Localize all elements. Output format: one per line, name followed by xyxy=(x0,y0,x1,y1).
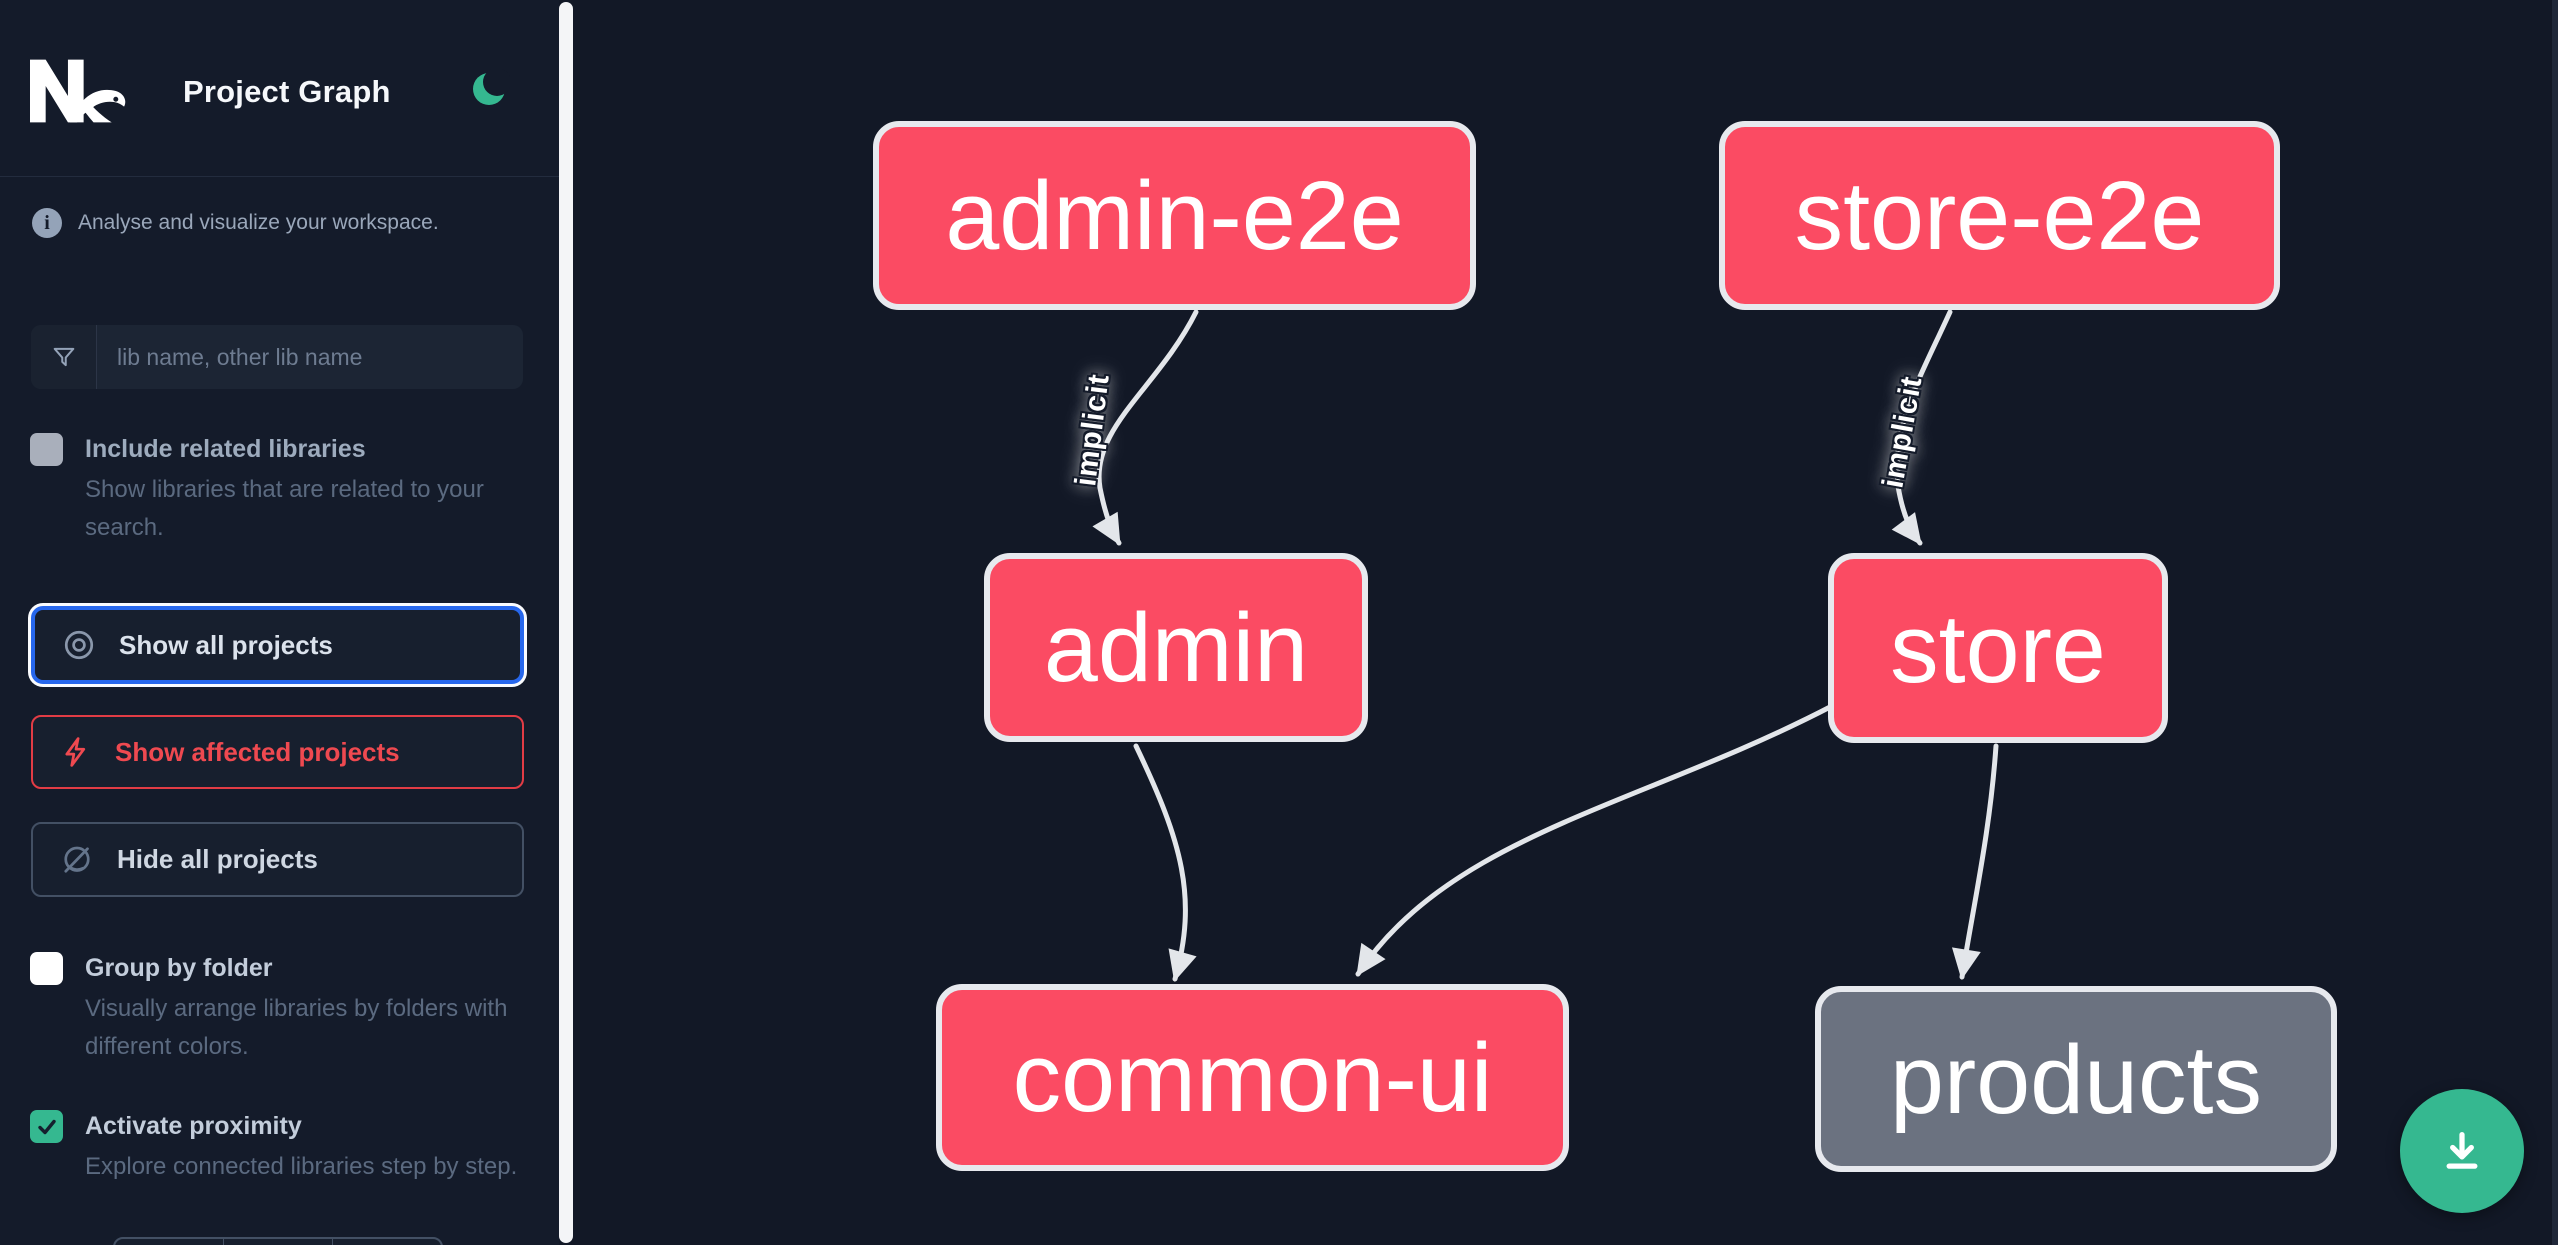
node-label: products xyxy=(1889,1024,2263,1134)
toggle-activate-proximity: Activate proximity Explore connected lib… xyxy=(30,1108,521,1186)
workspace-info: i Analyse and visualize your workspace. xyxy=(32,208,439,238)
edge-store-products xyxy=(1951,743,1999,980)
activate-proximity-checkbox[interactable] xyxy=(30,1110,63,1143)
search-input[interactable] xyxy=(97,325,523,389)
group-by-folder-description: Visually arrange libraries by folders wi… xyxy=(85,995,508,1060)
hide-all-projects-button[interactable]: Hide all projects xyxy=(31,822,524,897)
hide-all-projects-label: Hide all projects xyxy=(117,844,318,874)
page-title: Project Graph xyxy=(183,74,391,109)
node-label: store xyxy=(1890,593,2106,703)
page-right-scroll-track xyxy=(2552,0,2558,1245)
group-by-folder-label[interactable]: Group by folder xyxy=(85,954,273,982)
bolt-icon xyxy=(65,737,86,767)
edge-admin-common-ui xyxy=(1133,743,1197,982)
stepper-increment-button[interactable] xyxy=(333,1239,441,1245)
eye-icon xyxy=(64,630,94,660)
show-all-projects-button[interactable]: Show all projects xyxy=(31,606,524,684)
stepper-decrement-button[interactable] xyxy=(115,1239,224,1245)
include-related-description: Show libraries that are related to your … xyxy=(85,476,484,541)
search-box xyxy=(31,325,523,389)
activate-proximity-description: Explore connected libraries step by step… xyxy=(85,1153,518,1180)
edge-store-common-ui xyxy=(1355,703,1835,977)
info-icon: i xyxy=(32,208,62,238)
edge-admin-e2e-admin xyxy=(1092,309,1199,546)
theme-toggle-button[interactable] xyxy=(468,67,512,112)
download-image-button[interactable] xyxy=(2400,1089,2524,1213)
node-label: common-ui xyxy=(1012,1023,1493,1132)
include-related-checkbox[interactable] xyxy=(30,433,63,466)
proximity-stepper[interactable] xyxy=(113,1237,443,1245)
moon-icon xyxy=(473,67,511,105)
graph-node-admin-e2e[interactable]: admin-e2e xyxy=(873,121,1476,310)
toggle-include-related: Include related libraries Show libraries… xyxy=(30,431,521,547)
check-icon xyxy=(37,1119,56,1134)
tagline-text: Analyse and visualize your workspace. xyxy=(78,211,439,234)
show-all-projects-label: Show all projects xyxy=(119,629,333,660)
toggle-group-by-folder: Group by folder Visually arrange librari… xyxy=(30,950,521,1066)
node-label: admin xyxy=(1043,593,1309,702)
group-by-folder-checkbox[interactable] xyxy=(30,952,63,985)
node-label: store-e2e xyxy=(1794,161,2205,270)
stepper-value xyxy=(224,1239,333,1245)
node-label: admin-e2e xyxy=(945,161,1404,270)
graph-node-common-ui[interactable]: common-ui xyxy=(936,984,1569,1171)
graph-node-store[interactable]: store xyxy=(1828,553,2168,743)
sidebar-scrollbar[interactable] xyxy=(559,2,573,1243)
show-affected-projects-button[interactable]: Show affected projects xyxy=(31,715,524,789)
sidebar: Project Graph i Analyse and visualize yo… xyxy=(0,0,559,1245)
show-affected-projects-label: Show affected projects xyxy=(115,736,400,767)
activate-proximity-label[interactable]: Activate proximity xyxy=(85,1112,302,1140)
sidebar-header: Project Graph xyxy=(0,0,559,177)
funnel-icon xyxy=(31,325,97,389)
graph-node-admin[interactable]: admin xyxy=(984,553,1368,742)
eye-off-icon xyxy=(64,846,90,873)
download-icon xyxy=(2446,1132,2478,1169)
graph-node-products[interactable]: products xyxy=(1815,986,2337,1172)
nx-logo-icon xyxy=(30,59,126,123)
include-related-label[interactable]: Include related libraries xyxy=(85,435,366,463)
graph-node-store-e2e[interactable]: store-e2e xyxy=(1719,121,2280,310)
